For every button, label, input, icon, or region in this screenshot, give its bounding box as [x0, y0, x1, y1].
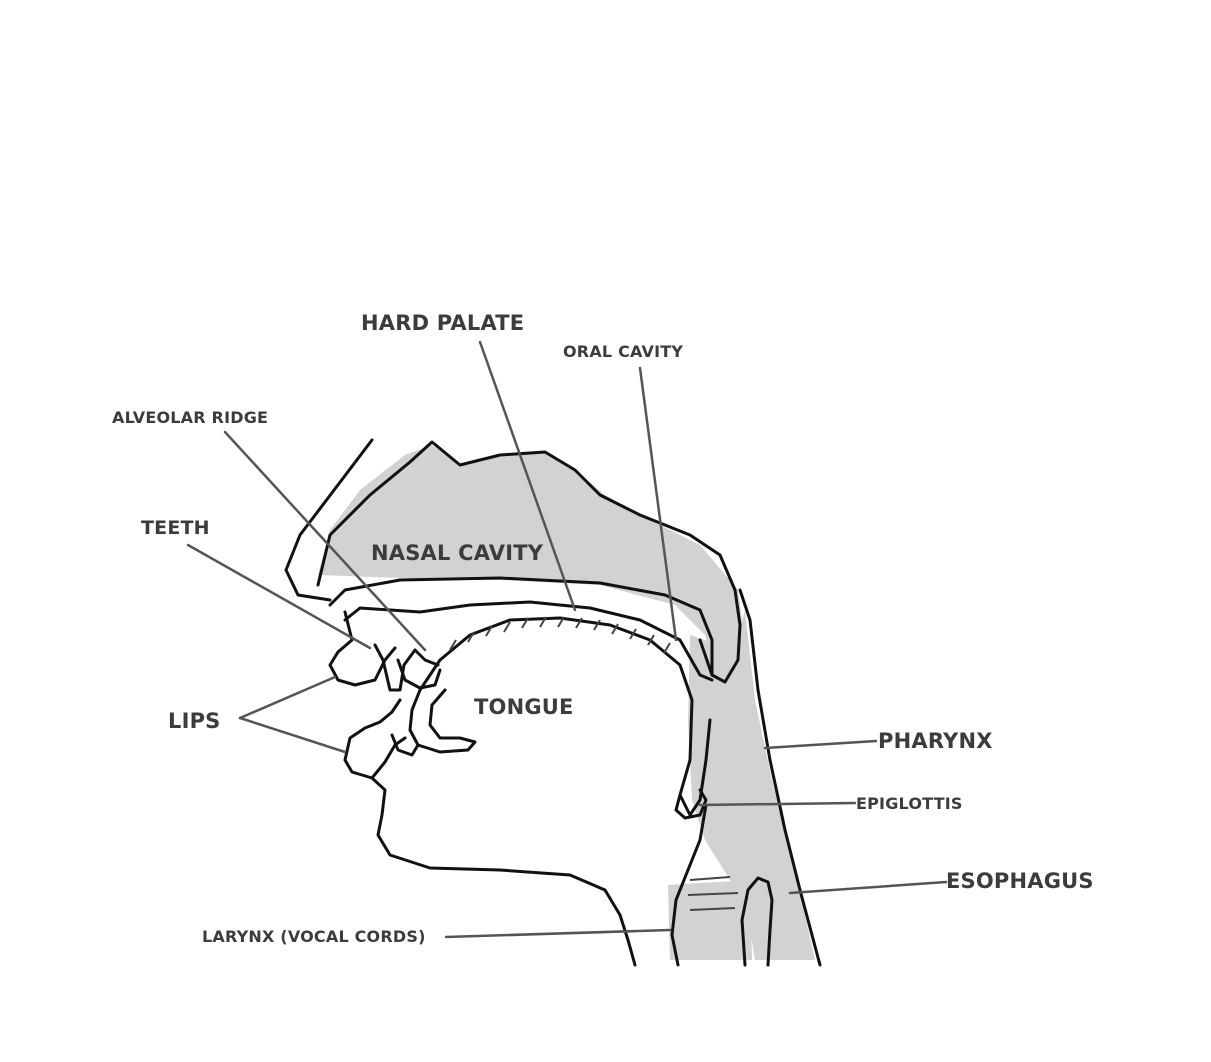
label-oral-cavity: ORAL CAVITY: [563, 344, 683, 360]
lips-lower-leader: [240, 718, 345, 752]
larynx-leader: [446, 930, 670, 937]
label-pharynx: PHARYNX: [878, 731, 993, 752]
label-epiglottis: EPIGLOTTIS: [856, 796, 963, 812]
label-esophagus: ESOPHAGUS: [946, 871, 1094, 892]
label-nasal-cavity: NASAL CAVITY: [371, 543, 543, 564]
label-larynx: LARYNX (VOCAL CORDS): [202, 929, 426, 945]
pharynx-leader: [765, 741, 876, 748]
esophagus-leader: [790, 882, 946, 893]
leader-lines: [188, 342, 946, 937]
label-hard-palate: HARD PALATE: [361, 313, 524, 334]
upper-teeth-outline: [375, 645, 438, 690]
lips-upper-leader: [240, 677, 335, 718]
label-teeth: TEETH: [141, 519, 210, 538]
label-tongue: TONGUE: [474, 697, 574, 718]
label-lips: LIPS: [168, 711, 221, 732]
label-alveolar-ridge: ALVEOLAR RIDGE: [112, 410, 268, 426]
tongue-tip-outline: [410, 690, 475, 752]
lower-lip-outline: [345, 700, 405, 778]
